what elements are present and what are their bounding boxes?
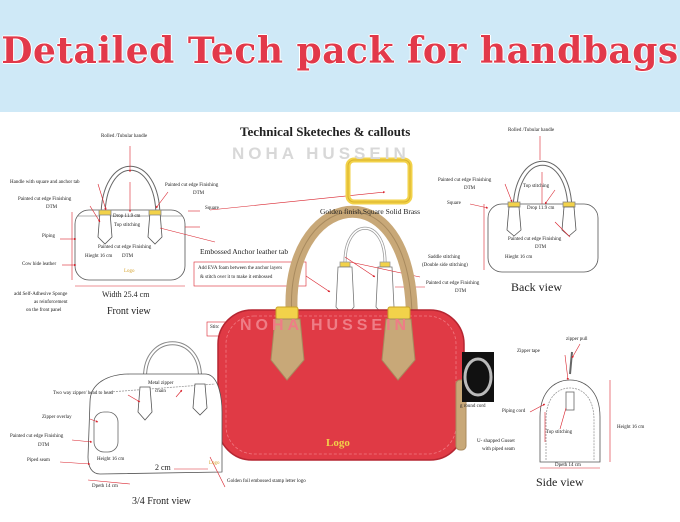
round-cord-label: g round cord bbox=[460, 404, 486, 409]
fv-rolled-handle-label: Rolled /Tubular handle bbox=[101, 134, 148, 139]
sketch-canvas bbox=[59, 136, 611, 488]
fv-sponge-label-3: on the front panel bbox=[26, 308, 62, 313]
main-bag-tab-left bbox=[270, 318, 305, 381]
three-quarter-view-caption: 3/4 Front view bbox=[132, 496, 191, 507]
eva-note-1: Add EVA foam between the anchor layers bbox=[198, 266, 283, 271]
front-tab-left bbox=[97, 211, 113, 245]
side-view-sketch bbox=[539, 351, 601, 463]
main-bag-logo: Logo bbox=[326, 437, 350, 449]
fv-painted-edge-left-label: Painted cut edge Finishing bbox=[18, 197, 72, 202]
front-view-callout-lines bbox=[60, 146, 386, 287]
fv-cow-leather-label: Cow hide leather bbox=[22, 262, 57, 267]
stitching-fragment: Stitc bbox=[210, 325, 220, 330]
side-body bbox=[539, 379, 601, 463]
bv-square-label: Square bbox=[447, 201, 461, 206]
bv-painted-edge-label: Painted cut edge Finishing bbox=[438, 178, 492, 183]
fv-painted-edge-right-dtm: DTM bbox=[193, 191, 205, 196]
center-painted-dtm: DTM bbox=[455, 289, 467, 294]
tq-zipper-chain-label-1: Metal zipper bbox=[148, 381, 174, 386]
tq-tab-size-label: 2 cm bbox=[155, 463, 171, 472]
side-view-caption: Side view bbox=[536, 475, 584, 489]
tq-piped-seam-label: Piped seam bbox=[27, 458, 50, 463]
fv-width-label: Width 25.4 cm bbox=[102, 290, 150, 299]
sv-height-label: Height 16 cm bbox=[617, 425, 645, 430]
fv-top-stitching-label: Top stitching bbox=[114, 223, 141, 228]
bv-painted-edge-dtm: DTM bbox=[464, 186, 476, 191]
sv-piping-cord-label: Piping cord bbox=[502, 409, 526, 414]
fv-painted-edge-right-label: Painted cut edge Finishing bbox=[165, 183, 219, 188]
front-view-caption: Front view bbox=[107, 306, 151, 317]
tq-zipper-head-label: Two way zipper/ head to head bbox=[53, 391, 114, 396]
sv-depth-label: Dpeth 14 cm bbox=[555, 463, 581, 468]
fv-logo-label: Logo bbox=[124, 269, 135, 274]
bv-top-stitching-label: Top stitching bbox=[523, 184, 550, 189]
bv-painted-edge-lower-dtm: DTM bbox=[535, 245, 547, 250]
tq-zipper-overlay-label: Zipper overlay bbox=[42, 415, 72, 420]
embossed-tab-label: Embossed Anchor leather tab bbox=[200, 247, 289, 256]
anchor-tab-detail bbox=[335, 226, 395, 318]
main-red-bag bbox=[217, 205, 467, 461]
side-callout-lines bbox=[529, 343, 611, 469]
watermark-on-bag: NOHA HUSSEIN bbox=[240, 317, 411, 334]
fv-sponge-label-2: as reinforcement bbox=[34, 300, 68, 305]
sv-gusset-label-1: U- shapped Gusset bbox=[477, 439, 515, 444]
square-hardware bbox=[345, 157, 413, 205]
back-view-caption: Back view bbox=[511, 280, 562, 294]
watermark: NOHA HUSSEIN bbox=[232, 144, 410, 163]
sv-gusset-label-2: with piped seam bbox=[482, 447, 515, 452]
fv-handle-tab-label: Handle with square and anchor tab bbox=[10, 180, 80, 185]
bv-drop-label: Drop 11.9 cm bbox=[527, 206, 555, 211]
fv-sponge-label-1: add Self-Adhesive Sponge bbox=[14, 292, 68, 297]
main-bag-tab-right bbox=[381, 318, 416, 381]
tech-pack-sheet: Technical Sketeches & callouts NOHA HUSS… bbox=[0, 112, 680, 522]
fv-drop-label: Drop 11.9 cm bbox=[113, 214, 141, 219]
three-quarter-callout-lines bbox=[59, 389, 226, 488]
center-painted-label: Painted cut edge Finishing bbox=[426, 281, 480, 286]
bv-height-label: Hieght 16 cm bbox=[505, 255, 533, 260]
hardware-label: Golden finish,Square Solid Brass bbox=[320, 207, 420, 216]
bv-painted-edge-lower-label: Painted cut edge Finishing bbox=[508, 237, 562, 242]
gold-foil-label: Golden foil embossed stamp letter logo bbox=[227, 479, 306, 484]
tq-height-label: Height 16 cm bbox=[97, 457, 125, 462]
tq-body bbox=[87, 373, 223, 475]
tq-painted-edge-dtm: DTM bbox=[38, 443, 50, 448]
fv-piping-label: Piping bbox=[42, 234, 56, 239]
title-banner: Detailed Tech pack for handbags bbox=[0, 0, 680, 112]
piping-cord-image bbox=[462, 352, 494, 402]
tq-painted-edge-label: Painted cut edge Finishing bbox=[10, 434, 64, 439]
tq-depth-label: Dpeth 14 cm bbox=[92, 484, 118, 489]
saddle-label-1: Saddle stitching bbox=[428, 255, 461, 260]
logo-small-label: Logo bbox=[209, 461, 220, 466]
fv-painted-edge-lower-label: Painted cut edge Finishing bbox=[98, 245, 152, 250]
back-view-sketch bbox=[487, 160, 599, 273]
sv-zipper-pull-label: zipper pull bbox=[566, 337, 588, 342]
saddle-label-2: (Double side stitching) bbox=[422, 263, 468, 268]
fv-square-label: Square bbox=[205, 206, 219, 211]
eva-note-2: & stitch over it to make it embossed bbox=[200, 275, 273, 280]
sv-top-stitching-label: Top stitching bbox=[546, 430, 573, 435]
fv-height-label: Hieght 16 cm bbox=[85, 254, 113, 259]
three-quarter-view-sketch bbox=[87, 341, 223, 475]
tq-zipper-chain-label-2: chain bbox=[155, 389, 166, 394]
sv-zipper-tape-label: Zipper tape bbox=[517, 349, 540, 354]
back-view-callout-lines bbox=[469, 136, 571, 270]
front-tab-right bbox=[147, 211, 163, 245]
fv-painted-edge-lower-dtm: DTM bbox=[122, 254, 134, 259]
sheet-title: Technical Sketeches & callouts bbox=[240, 124, 411, 139]
banner-title: Detailed Tech pack for handbags bbox=[1, 30, 679, 72]
fv-painted-edge-left-dtm: DTM bbox=[46, 205, 58, 210]
bv-rolled-handle-label: Rolled /Tubular handle bbox=[508, 128, 555, 133]
